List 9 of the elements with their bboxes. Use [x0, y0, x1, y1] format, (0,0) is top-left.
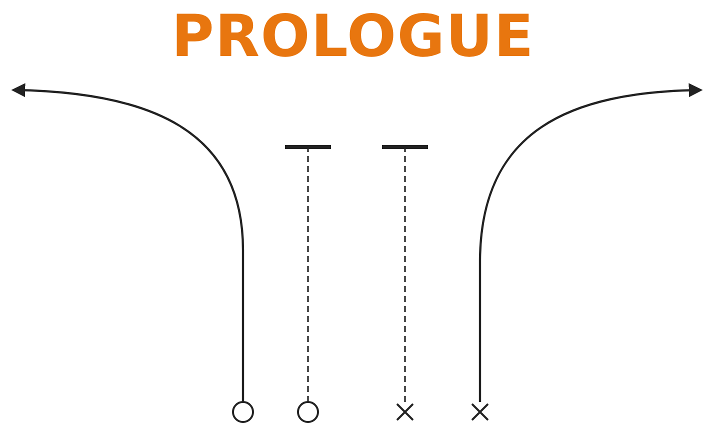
blocking-route [283, 145, 333, 402]
route-arrow [11, 83, 244, 402]
title: PROLOGUE [172, 2, 534, 70]
player-circle [232, 401, 254, 423]
player-cross [471, 403, 489, 421]
player-circle [297, 401, 319, 423]
blocking-route [380, 145, 430, 402]
route-arrow [478, 83, 703, 402]
player-cross [396, 403, 414, 421]
